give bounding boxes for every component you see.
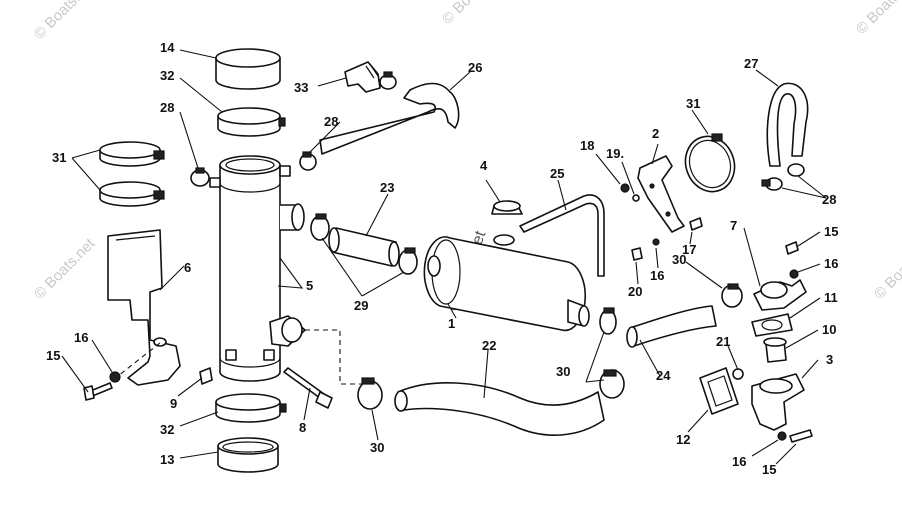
callout-10: 10	[822, 322, 836, 337]
part-22-hose	[394, 382, 605, 436]
part-15-16-left-screw	[83, 371, 121, 401]
callout-28: 28	[160, 100, 174, 115]
part-16-washer-mid	[652, 238, 660, 246]
part-24-hose	[626, 305, 717, 348]
callout-4: 4	[480, 158, 488, 173]
callout-32: 32	[160, 422, 174, 437]
assembly-phantom-line	[305, 329, 362, 385]
part-13-ring	[217, 437, 279, 473]
watermark-text: © Boats.net	[31, 0, 99, 43]
callout-15: 15	[824, 224, 838, 239]
callout-5: 5	[306, 278, 313, 293]
part-25-tube	[519, 194, 605, 277]
part-10-thermostat	[763, 337, 787, 363]
part-14-cap	[215, 48, 281, 90]
callout-33: 33	[294, 80, 308, 95]
part-1-muffler	[423, 234, 590, 332]
watermark-text: © Boats.net	[31, 235, 99, 303]
callout-31: 31	[52, 150, 66, 165]
watermark-text: © Boats.net	[871, 235, 902, 303]
part-32-upper-clamp	[217, 107, 286, 137]
part-30-clamps	[357, 283, 743, 410]
callout-25: 25	[550, 166, 564, 181]
callout-12: 12	[676, 432, 690, 447]
callout-13: 13	[160, 452, 174, 467]
part-5-exhaust-tube	[209, 155, 306, 382]
part-15-16-bottom-right-screw	[777, 429, 813, 443]
callout-14: 14	[160, 40, 175, 55]
part-32-lower-clamp	[215, 393, 287, 423]
watermark-text: © Boats.net	[439, 0, 507, 28]
callout-15: 15	[46, 348, 60, 363]
callout-16: 16	[74, 330, 88, 345]
part-26-hose	[319, 82, 460, 155]
part-9-plug	[199, 367, 213, 385]
part-2-bracket	[637, 155, 685, 233]
part-4-filler-cap	[491, 200, 523, 215]
part-28-small-clamps	[190, 151, 317, 187]
callout-9: 9	[170, 396, 177, 411]
part-21-nut	[732, 368, 744, 380]
part-33-elbow-fitting	[344, 61, 397, 93]
callout-31: 31	[686, 96, 700, 111]
callout-16: 16	[824, 256, 838, 271]
callout-17: 17	[682, 242, 696, 257]
callout-1: 1	[448, 316, 455, 331]
part-12-gasket	[699, 367, 739, 415]
part-18-19-small-hardware	[620, 183, 640, 202]
part-31-left-clamps	[99, 141, 165, 207]
part-6-bracket	[107, 229, 181, 386]
part-15-16-top-right-screw	[785, 241, 799, 279]
callout-20: 20	[628, 284, 642, 299]
part-17-screw	[689, 217, 703, 231]
leader-lines	[61, 49, 827, 465]
part-20-screw	[631, 247, 643, 261]
part-11-gasket	[751, 313, 793, 337]
callout-16: 16	[732, 454, 746, 469]
part-7-thermostat-housing	[753, 279, 807, 311]
callout-2: 2	[652, 126, 659, 141]
callout-24: 24	[656, 368, 671, 383]
callout-26: 26	[468, 60, 482, 75]
watermark-text: © Boats.net	[853, 0, 902, 38]
callout-30: 30	[556, 364, 570, 379]
callout-23: 23	[380, 180, 394, 195]
callout-27: 27	[744, 56, 758, 71]
callout-19: 19.	[606, 146, 624, 161]
part-31-right-clamp	[684, 133, 736, 193]
callout-30: 30	[370, 440, 384, 455]
part-29-clamps	[310, 213, 418, 275]
part-27-hose	[766, 82, 809, 167]
part-23-hose	[328, 227, 400, 267]
part-3-water-housing	[751, 373, 805, 431]
callout-7: 7	[730, 218, 737, 233]
callout-15: 15	[762, 462, 776, 477]
callout-22: 22	[482, 338, 496, 353]
callout-labels: 14 32 28 31 6 5 16 15 9 8 32 13 33 28 26…	[46, 40, 838, 477]
callout-30: 30	[672, 252, 686, 267]
parts-layer	[83, 48, 813, 473]
callout-28: 28	[324, 114, 338, 129]
part-8-bolt	[283, 367, 333, 409]
callout-16: 16	[650, 268, 664, 283]
callout-18: 18	[580, 138, 594, 153]
callout-21: 21	[716, 334, 730, 349]
callout-28: 28	[822, 192, 836, 207]
callout-8: 8	[299, 420, 306, 435]
part-28-right-clamps	[761, 163, 805, 191]
callout-3: 3	[826, 352, 833, 367]
callout-11: 11	[824, 290, 838, 305]
callout-32: 32	[160, 68, 174, 83]
callout-6: 6	[184, 260, 191, 275]
callout-29: 29	[354, 298, 368, 313]
